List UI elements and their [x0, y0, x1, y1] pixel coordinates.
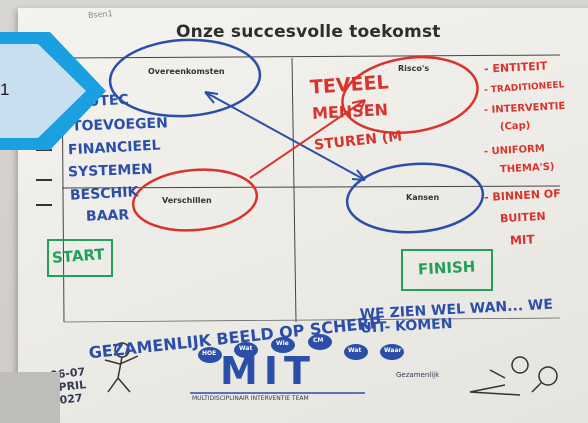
corner-note: Bsen1: [87, 9, 114, 20]
bubble-label: Waar: [384, 347, 402, 354]
bubble-label: Wat: [348, 347, 362, 354]
bubble-shape: [344, 344, 368, 360]
start-label: START: [51, 245, 106, 267]
handwritten-item: BESCHIK: [69, 184, 139, 204]
photo-edge-strip: [0, 372, 60, 423]
handwritten-item: BAAR: [85, 207, 130, 225]
kansen-ellipse: [345, 162, 485, 234]
red-arrow-head: [351, 99, 366, 113]
mit-logo-subtitle: MULTIDISCIPLINAIR INTERVENTIE TEAM: [192, 395, 309, 402]
bubble-label: CM: [313, 337, 324, 344]
bubble-label: HOE: [202, 350, 217, 357]
blue-arrow-head-end: [351, 169, 366, 181]
quadrant-label-overeenkomsten: Overeenkomsten: [148, 67, 225, 76]
page-title: Onze succesvolle toekomst: [176, 22, 441, 42]
quadrant-label-kansen: Kansen: [406, 193, 440, 202]
running-figure-left: [104, 342, 139, 393]
blue-arrow-head-start: [204, 91, 219, 104]
bubble-label: Wie: [276, 340, 289, 347]
red-arrow: [249, 99, 366, 179]
grid-vertical-line: [291, 57, 297, 323]
handwritten-risk-item: MIT: [509, 232, 535, 248]
grid-top-line: [61, 54, 561, 59]
grid-bottom-line: [63, 317, 561, 323]
handwritten-risk-item: - ENTITEIT: [483, 59, 548, 76]
quadrant-label-verschillen: Verschillen: [162, 196, 212, 205]
finish-label: FINISH: [417, 257, 476, 279]
handwritten-item: SYSTEMEN: [67, 161, 153, 181]
bubble-shape: [234, 342, 258, 358]
bubble-shape: [380, 344, 404, 360]
handwritten-risk-line: TEVEEL: [309, 71, 390, 99]
step-chevron-badge: [0, 32, 106, 150]
start-box: [47, 239, 113, 277]
step-number: 1: [0, 80, 10, 99]
grid-horizontal-line: [61, 185, 561, 189]
bubble-shape: [308, 334, 332, 350]
blue-arrow: [204, 91, 366, 181]
bubble-shape: [198, 347, 222, 363]
overeenkomsten-ellipse: [108, 38, 262, 118]
magnifier-sketch: [531, 366, 558, 393]
bubble-label: Wat: [239, 345, 253, 352]
gezamenlijk-label: Gezamenlijk: [396, 371, 440, 379]
handwritten-risk-item: (Cap): [499, 120, 531, 133]
mit-logo: MIT: [220, 349, 316, 393]
risicos-ellipse: [341, 55, 479, 135]
running-figure-right: [469, 356, 529, 396]
verschillen-ellipse: [131, 168, 259, 232]
bubble-shape: [271, 337, 295, 353]
handwritten-risk-line: MENSEN: [311, 100, 389, 123]
finish-box: [401, 249, 493, 291]
flipchart-sheet: [18, 8, 588, 423]
quadrant-label-risicos: Risco's: [398, 64, 430, 73]
handwritten-risk-item: BUITEN: [499, 209, 546, 226]
